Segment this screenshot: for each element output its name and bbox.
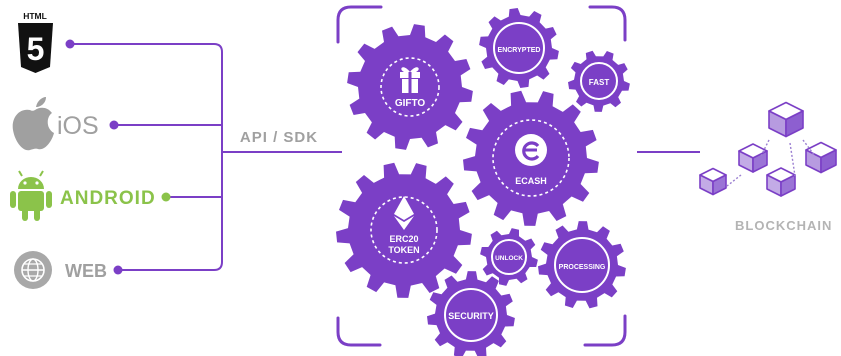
gears-group	[336, 8, 630, 356]
html5-shield-icon	[18, 23, 53, 73]
cube-1	[768, 101, 804, 138]
erc20-content: ERC20 TOKEN	[370, 196, 438, 264]
apple-icon	[12, 97, 55, 151]
fast-label: FAST	[589, 78, 610, 87]
fast-gear-inner-ring	[580, 62, 618, 100]
unlock-label: UNLOCK	[495, 255, 523, 262]
encrypted-gear-inner-ring	[493, 22, 545, 74]
e-logo-icon	[515, 134, 547, 166]
cubes-icon	[699, 101, 837, 197]
ecash-dashed-ring	[492, 119, 570, 197]
connector-dots	[65, 39, 123, 275]
erc20-gear	[336, 162, 472, 298]
cube-3	[699, 167, 727, 196]
blockchain-label: BLOCKCHAIN	[735, 218, 832, 233]
gifto-dashed-ring	[380, 57, 440, 117]
android-label: ANDROID	[60, 188, 156, 209]
cube-link-4	[726, 174, 742, 187]
encrypted-label: ENCRYPTED	[498, 47, 541, 54]
processing-gear	[538, 221, 626, 309]
processing-gear-inner-ring	[554, 237, 610, 293]
unlock-gear-inner-ring	[491, 239, 527, 275]
platform-connectors	[70, 43, 342, 271]
gift-icon	[400, 67, 420, 93]
html5-badge-text: HTML	[23, 11, 47, 21]
cube-2	[738, 143, 768, 173]
encrypted-gear	[479, 8, 559, 88]
html5-item: HTML 5	[18, 11, 53, 73]
security-gear-inner-ring	[444, 288, 498, 342]
gifto-content: GIFTO	[380, 57, 440, 117]
globe-icon	[14, 251, 52, 289]
unlock-gear	[480, 228, 538, 286]
ecash-label: ECASH	[515, 176, 547, 186]
center-frame	[336, 5, 627, 347]
android-item: ANDROID	[10, 170, 156, 221]
api-sdk-label: API / SDK	[240, 129, 318, 146]
ecash-content: ECASH	[492, 119, 570, 197]
fast-gear	[568, 50, 630, 112]
ethereum-icon	[394, 196, 414, 230]
erc20-dashed-ring	[370, 196, 438, 264]
cube-link-2	[789, 142, 796, 177]
erc20-label-line1: ERC20	[389, 234, 418, 244]
ios-label: iOS	[57, 112, 99, 140]
erc20-label-line2: TOKEN	[388, 245, 419, 255]
cube-link-1	[759, 139, 770, 159]
android-robot-icon	[10, 170, 52, 221]
html5-number: 5	[27, 31, 45, 67]
web-label: WEB	[65, 261, 107, 281]
security-label: SECURITY	[448, 311, 494, 321]
processing-label: PROCESSING	[559, 264, 606, 271]
cube-4	[766, 167, 796, 197]
security-gear	[427, 271, 515, 356]
cube-link-3	[802, 139, 816, 157]
android-connector-dot	[161, 192, 171, 202]
ios-item: iOS	[12, 97, 99, 151]
cube-5	[805, 141, 837, 174]
web-item: WEB	[14, 251, 107, 289]
gifto-label: GIFTO	[395, 98, 426, 109]
